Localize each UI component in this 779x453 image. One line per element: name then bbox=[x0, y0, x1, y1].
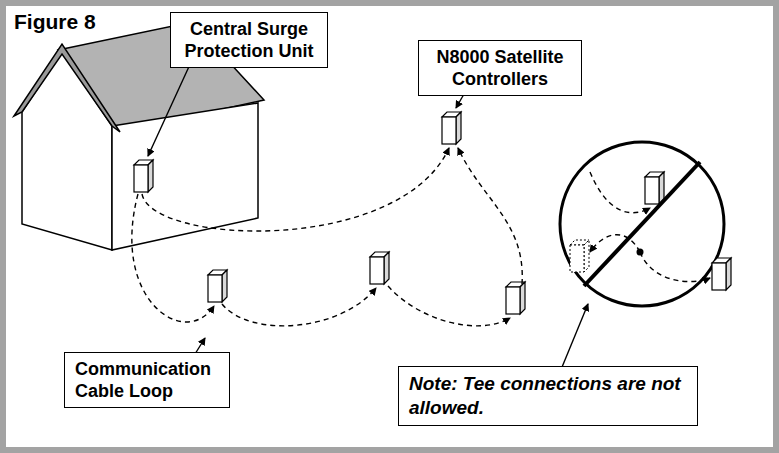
callout-text: Central Surge Protection Unit bbox=[181, 18, 317, 62]
callout-text: Communication Cable Loop bbox=[75, 358, 219, 402]
callout-box: Communication Cable Loop bbox=[64, 352, 230, 408]
frame bbox=[3, 3, 776, 450]
leader-lines bbox=[148, 60, 588, 372]
callout-box: Central Surge Protection Unit bbox=[170, 12, 328, 68]
satellite-controller bbox=[208, 270, 227, 302]
no-tee-inset bbox=[560, 142, 731, 306]
figure-title: Figure 8 bbox=[14, 9, 96, 35]
surge-unit bbox=[134, 160, 153, 192]
callout-box: N8000 Satellite Controllers bbox=[418, 40, 582, 96]
satellite-controller bbox=[370, 252, 389, 284]
satellite-controller bbox=[442, 112, 461, 144]
callout-box: Note: Tee connections are not allowed. bbox=[398, 366, 698, 426]
cable-loop bbox=[132, 148, 522, 326]
callout-text: N8000 Satellite Controllers bbox=[429, 46, 571, 90]
satellite-controller bbox=[506, 282, 525, 314]
callout-text: Note: Tee connections are not allowed. bbox=[409, 372, 687, 420]
